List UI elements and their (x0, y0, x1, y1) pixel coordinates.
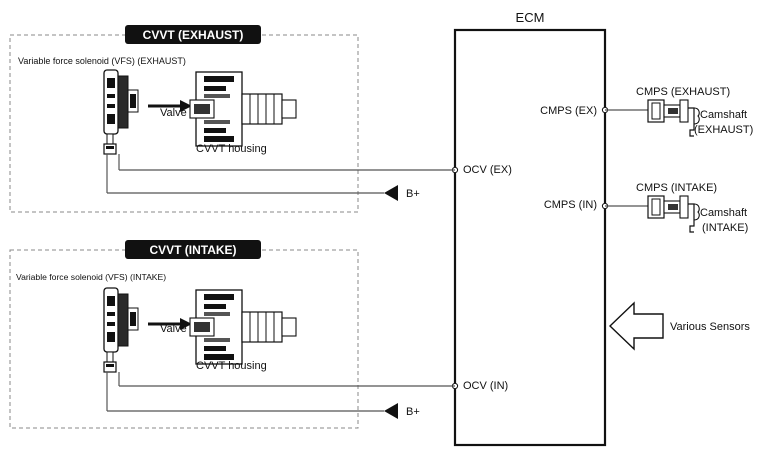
cvvt-exhaust-unit (102, 68, 298, 156)
cmps-exhaust-sensor (647, 99, 700, 137)
ecm-title: ECM (516, 10, 545, 25)
vfs-intake-label: Variable force solenoid (VFS) (INTAKE) (16, 272, 166, 282)
bplus-in-label: B+ (406, 406, 420, 418)
housing-exhaust-label: CVVT housing (196, 143, 267, 155)
camshaft-intake-line1: Camshaft (700, 207, 747, 219)
various-sensors-label: Various Sensors (670, 321, 750, 333)
cvvt-exhaust-header: CVVT (EXHAUST) (143, 28, 244, 42)
pin-ocv-in: OCV (IN) (463, 380, 508, 392)
camshaft-exhaust-line2: (EXHAUST) (694, 124, 753, 136)
bplus-ex-label: B+ (406, 188, 420, 200)
housing-intake-label: CVVT housing (196, 360, 267, 372)
bplus-in-arrow (384, 403, 398, 419)
cmps-intake-sensor (647, 195, 700, 233)
cvvt-exhaust-frame (9, 34, 359, 213)
cmps-exhaust-label: CMPS (EXHAUST) (636, 86, 730, 98)
valve-exhaust-label: Valve (160, 107, 187, 119)
cvvt-intake-header: CVVT (INTAKE) (149, 243, 236, 257)
cvvt-intake-frame (9, 249, 359, 429)
various-sensors-arrow (608, 301, 664, 351)
pin-ocv-ex: OCV (EX) (463, 164, 512, 176)
camshaft-exhaust-line1: Camshaft (700, 109, 747, 121)
ecm-box (453, 28, 607, 447)
cvvt-exhaust-header-bg (125, 25, 261, 44)
valve-intake-label: Valve (160, 323, 187, 335)
cvvt-intake-header-bg (125, 240, 261, 259)
vfs-exhaust-label: Variable force solenoid (VFS) (EXHAUST) (18, 56, 186, 66)
pin-cmps-ex: CMPS (EX) (540, 105, 597, 117)
bplus-ex-arrow (384, 185, 398, 201)
camshaft-intake-line2: (INTAKE) (702, 222, 748, 234)
pin-cmps-in: CMPS (IN) (544, 199, 597, 211)
cmps-intake-label: CMPS (INTAKE) (636, 182, 717, 194)
